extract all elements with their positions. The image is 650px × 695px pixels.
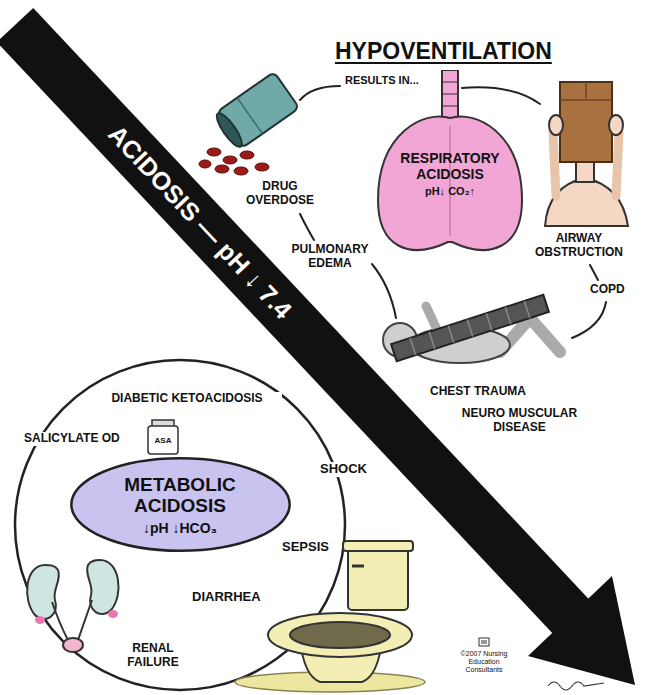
- pill: [199, 160, 211, 168]
- cause-label: NEURO MUSCULAR DISEASE: [452, 407, 587, 435]
- copyright-mark: [479, 638, 489, 646]
- pill: [215, 165, 229, 173]
- node-content: METABOLIC ACIDOSIS ↓pH ↓HCO₃: [69, 474, 292, 537]
- logo: [479, 638, 489, 646]
- node-content: RESPIRATORY ACIDOSIS pH↓ CO₂↑: [370, 150, 530, 198]
- section-heading: HYPOVENTILATION: [335, 38, 552, 64]
- bottle-label: ASA: [149, 436, 177, 445]
- bag-fold: [560, 82, 612, 100]
- bladder: [63, 638, 83, 652]
- cause-label: AIRWAY OBSTRUCTION: [520, 232, 638, 260]
- arc: [590, 265, 598, 280]
- arrow-label: ACIDOSIS — pH ↓ 7.4: [103, 120, 298, 325]
- bottle: [212, 72, 299, 152]
- cause-label: DIARRHEA: [190, 590, 263, 605]
- beam: [391, 295, 549, 362]
- cause-label: SHOCK: [318, 462, 369, 477]
- kidneys: [27, 560, 118, 652]
- bagged-person: [545, 82, 628, 226]
- node-heading: RESPIRATORY ACIDOSIS: [390, 150, 510, 182]
- lung-node: RESPIRATORY ACIDOSIS pH↓ CO₂↑: [370, 70, 530, 260]
- arrow-head: [528, 576, 635, 685]
- drop: [108, 610, 118, 618]
- drop: [35, 616, 45, 624]
- pill: [207, 148, 221, 156]
- arc: [300, 86, 340, 100]
- pill: [255, 163, 269, 171]
- pills: [199, 148, 269, 175]
- arc: [462, 87, 540, 104]
- arc: [572, 302, 606, 338]
- tank-lid: [343, 541, 413, 551]
- trauma-figure: [383, 295, 560, 363]
- toilet: [235, 541, 425, 692]
- beam-stripes: [410, 301, 530, 355]
- metabolic-oval: METABOLIC ACIDOSIS ↓pH ↓HCO₃: [69, 456, 292, 553]
- arrow-shaft: [15, 25, 578, 624]
- node-heading: METABOLIC ACIDOSIS: [105, 474, 255, 518]
- node-subtext: ↓pH ↓HCO₃: [143, 520, 217, 536]
- subheading: RESULTS IN...: [345, 74, 419, 87]
- arc: [300, 214, 314, 240]
- ureters: [52, 600, 92, 640]
- toilet-bowl: [290, 622, 390, 648]
- signature: [548, 682, 604, 690]
- arc: [372, 264, 396, 318]
- copyright-note: ©2007 Nursing Education Consultants: [452, 650, 516, 674]
- oval-outline: [71, 459, 289, 552]
- pill: [234, 167, 248, 175]
- pill: [240, 151, 254, 159]
- cause-label: SALICYLATE OD: [22, 432, 122, 446]
- cause-label: RENAL FAILURE: [108, 642, 198, 670]
- beam-body: [391, 295, 549, 362]
- kidney: [87, 560, 118, 614]
- cause-label: SEPSIS: [280, 540, 331, 555]
- trachea-rings: [442, 82, 458, 106]
- toilet-tank: [348, 548, 408, 610]
- cause-label: PULMONARY EDEMA: [288, 243, 372, 271]
- cause-label: CHEST TRAUMA: [430, 385, 526, 399]
- flush-handle: [352, 565, 364, 568]
- hand: [549, 115, 563, 135]
- cause-label: DIABETIC KETOACIDOSIS: [92, 392, 282, 406]
- hand: [609, 115, 623, 135]
- node-subtext: pH↓ CO₂↑: [425, 185, 475, 198]
- pill-bottle: [199, 72, 299, 175]
- pill: [223, 156, 237, 164]
- lung-outline: [378, 116, 522, 250]
- aspirin-bottle: [148, 420, 178, 454]
- bottle-body: [148, 426, 178, 454]
- acidosis-arrow: [15, 25, 635, 685]
- cause-label: COPD: [590, 283, 625, 297]
- bottle-mouth: [213, 110, 246, 150]
- neck: [576, 160, 594, 182]
- arm: [616, 132, 619, 196]
- bottle-band: [237, 98, 262, 134]
- arm: [553, 132, 556, 196]
- cause-label: DRUG OVERDOSE: [238, 180, 322, 208]
- toilet-seat: [268, 613, 412, 657]
- paper-bag: [560, 82, 612, 162]
- logo-lines: [481, 641, 487, 643]
